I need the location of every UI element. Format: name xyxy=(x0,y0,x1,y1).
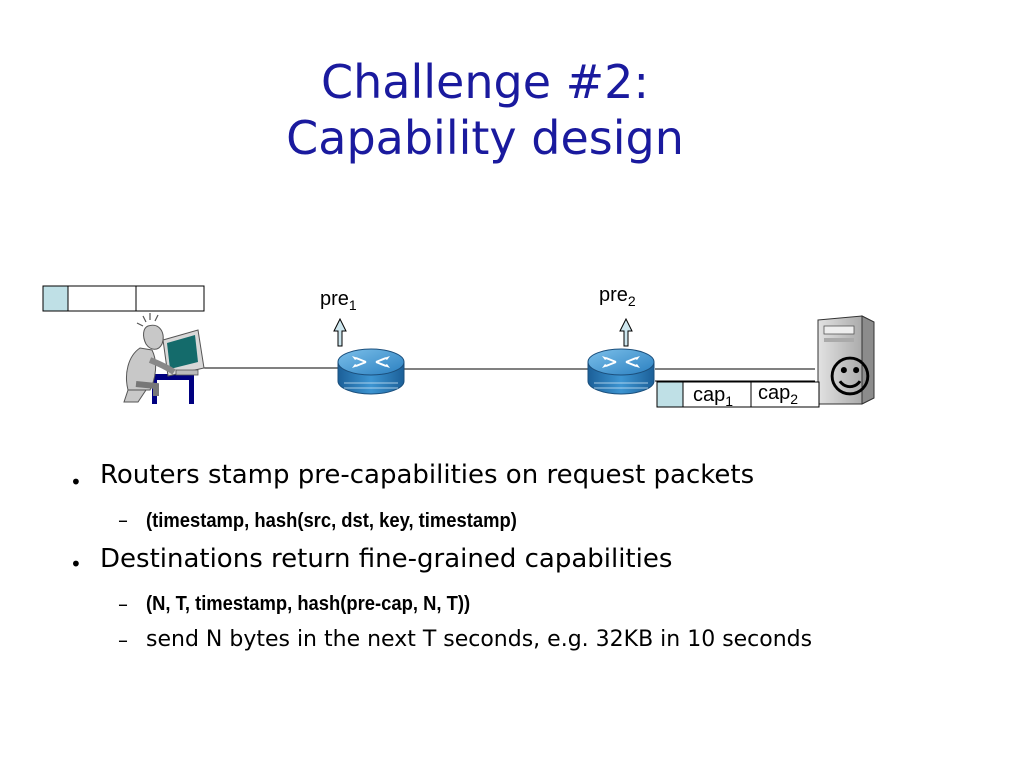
bullet-marker: • xyxy=(70,470,82,494)
bullet-2-sub-1: (N, T, timestamp, hash(pre-cap, N, T)) xyxy=(146,593,471,615)
router-1-up-arrow xyxy=(333,317,347,347)
smiley-face-icon: ☺ xyxy=(827,352,873,403)
title-line-1: Challenge #2: xyxy=(321,55,649,109)
cap2-label: cap2 xyxy=(758,382,798,407)
router-2-up-arrow xyxy=(619,317,633,347)
packet-header-cell xyxy=(42,285,69,312)
network-diagram: pre1 pre2 ☺ cap1 cap2 xyxy=(42,284,875,409)
sub-bullet-marker: – xyxy=(118,508,128,532)
cap2-cell xyxy=(750,381,820,408)
router-1-icon xyxy=(337,348,405,395)
slide-title: Challenge #2: Capability design xyxy=(0,54,970,166)
bullet-2-sub-2: send N bytes in the next T seconds, e.g.… xyxy=(146,627,813,652)
sub-bullet-marker: – xyxy=(118,628,128,652)
router-1-label: pre1 xyxy=(320,288,357,313)
bullet-1-sub-1: (timestamp, hash(src, dst, key, timestam… xyxy=(146,510,517,532)
bullet-2: Destinations return fine-grained capabil… xyxy=(100,544,673,574)
bullet-1: Routers stamp pre-capabilities on reques… xyxy=(100,460,755,490)
packet-field-cell xyxy=(135,285,205,312)
sub-bullet-marker: – xyxy=(118,592,128,616)
cap1-label: cap1 xyxy=(693,384,733,409)
response-packet: cap1 cap2 xyxy=(656,381,820,409)
title-line-2: Capability design xyxy=(286,111,684,165)
router-2-label: pre2 xyxy=(599,284,636,309)
packet-field-cell xyxy=(67,285,137,312)
user-computer-icon xyxy=(123,313,205,404)
router-2-icon xyxy=(587,348,655,395)
response-header-cell xyxy=(656,381,684,408)
request-packet xyxy=(42,285,205,312)
server-icon: ☺ xyxy=(817,315,875,405)
bullet-marker: • xyxy=(70,552,82,576)
cap1-cell xyxy=(682,381,752,408)
